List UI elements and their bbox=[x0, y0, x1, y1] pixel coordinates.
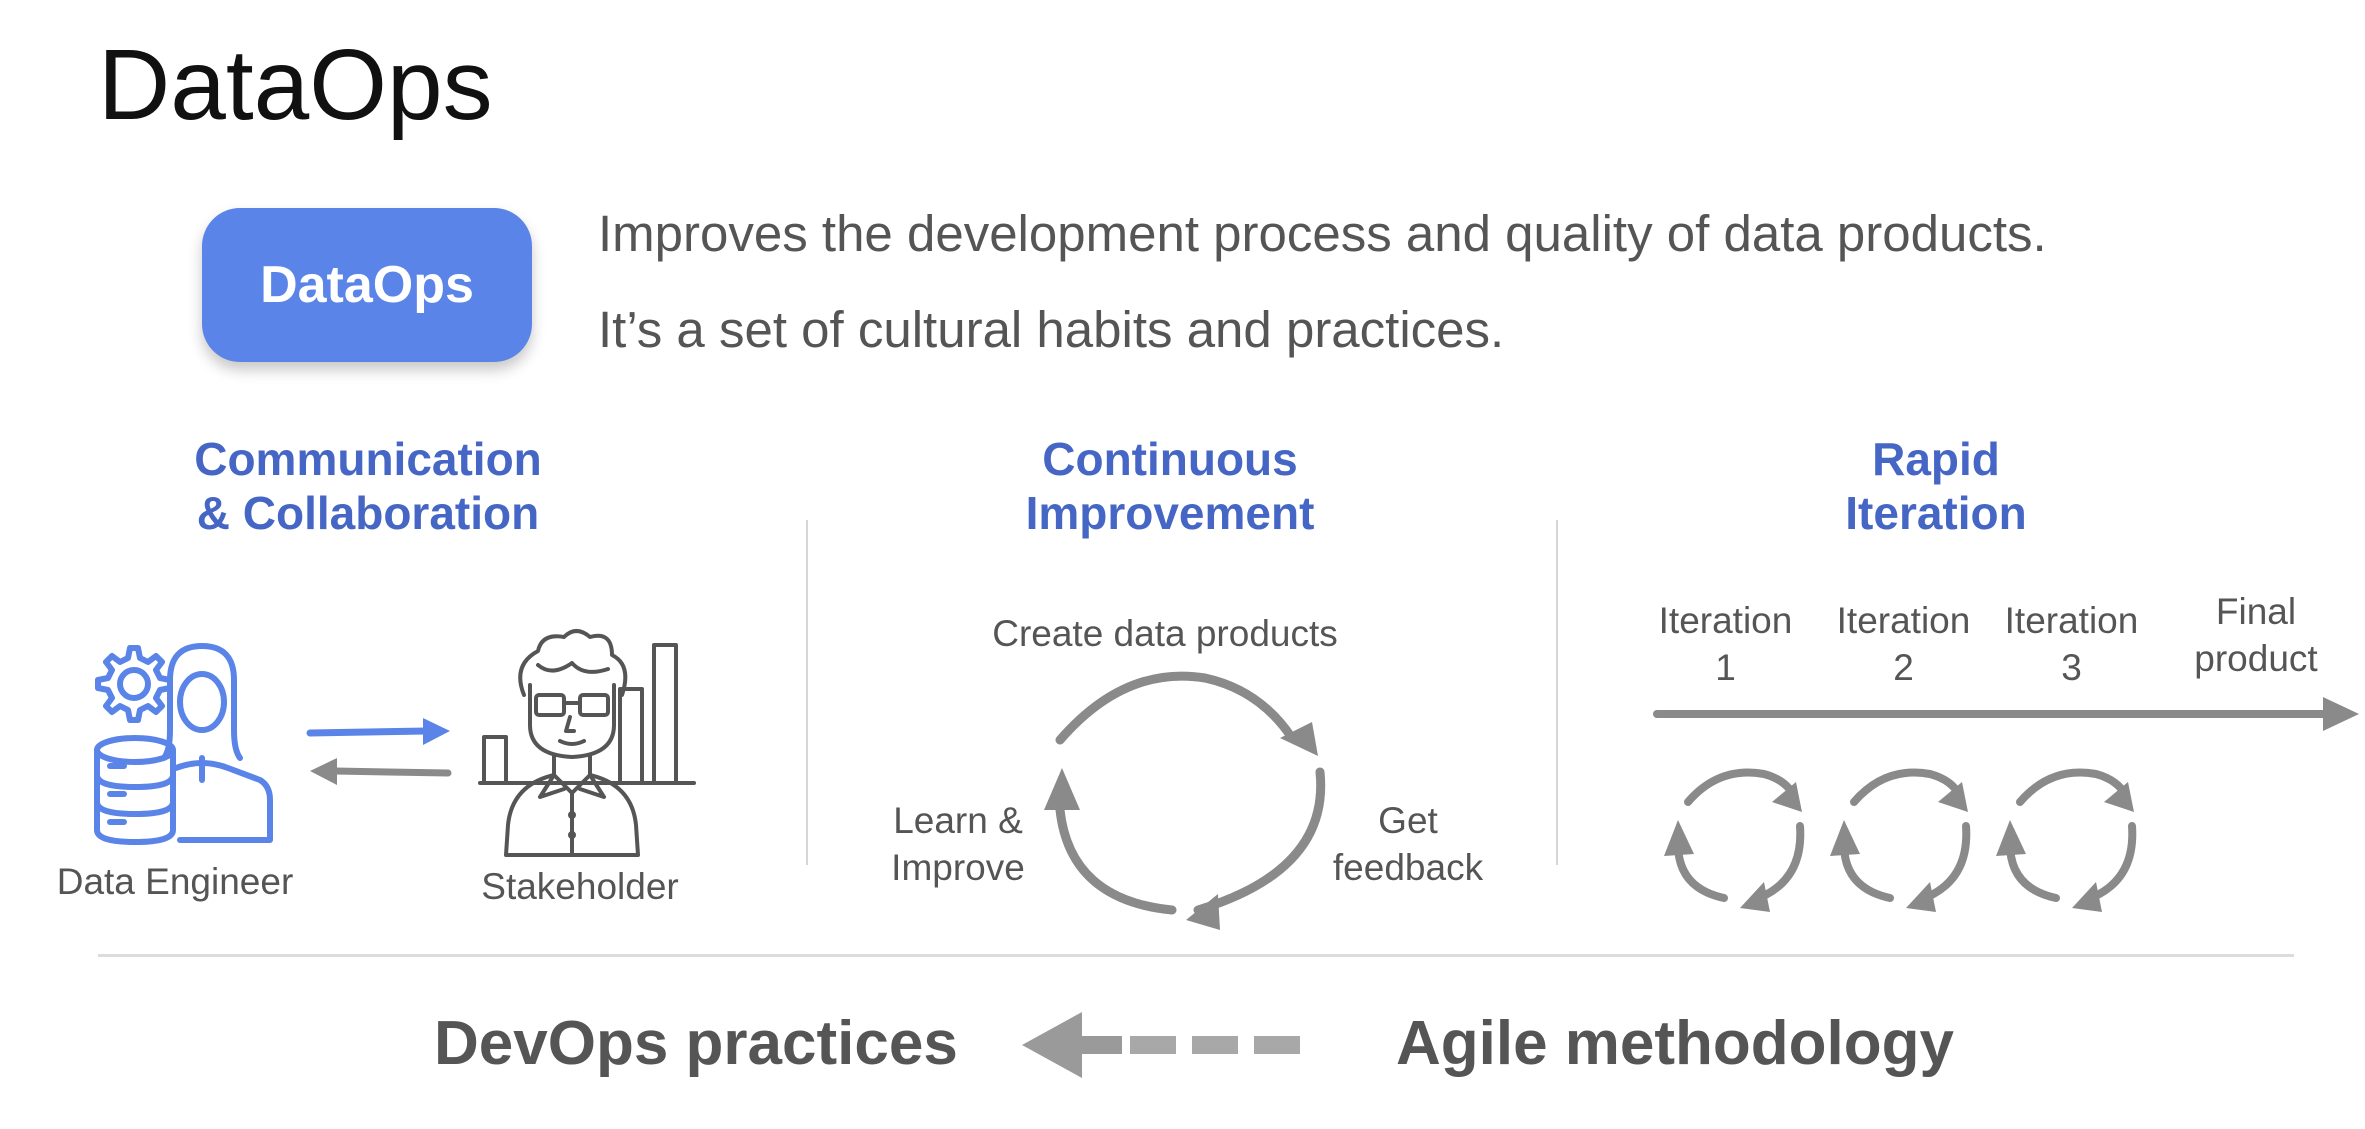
get-feedback-line2: feedback bbox=[1332, 847, 1484, 888]
section-divider-right bbox=[1556, 520, 1558, 865]
dataops-badge: DataOps bbox=[202, 208, 532, 362]
learn-improve-line1: Learn & bbox=[893, 800, 1023, 841]
section-title-continuous-line2: Improvement bbox=[1025, 487, 1315, 539]
data-engineer-label: Data Engineer bbox=[56, 861, 294, 902]
section-title-communication-line2: & Collaboration bbox=[196, 487, 540, 539]
iteration-3-cycle-icon bbox=[1996, 768, 2137, 912]
create-data-products-label: Create data products bbox=[992, 613, 1338, 654]
section-title-rapid: Rapid Iteration bbox=[1636, 432, 2236, 540]
iteration-2-cycle-icon bbox=[1830, 768, 1971, 912]
section-title-rapid-line2: Iteration bbox=[1845, 487, 2027, 539]
section-title-rapid-line1: Rapid bbox=[1872, 433, 2000, 485]
iteration-3-line1: Iteration bbox=[2004, 600, 2139, 641]
section-title-continuous-line1: Continuous bbox=[1042, 433, 1298, 485]
iteration-2-line2: 2 bbox=[1893, 647, 1914, 688]
bottom-divider bbox=[98, 954, 2294, 957]
get-feedback-line1: Get bbox=[1378, 800, 1438, 841]
iteration-2-line1: Iteration bbox=[1836, 600, 1971, 641]
final-product-line2: product bbox=[2194, 638, 2318, 679]
data-engineer-icon bbox=[94, 643, 273, 845]
iteration-2-label: Iteration 2 bbox=[1826, 597, 1981, 691]
section-divider-left bbox=[806, 520, 808, 865]
intro-line-2: It’s a set of cultural habits and practi… bbox=[598, 301, 1505, 358]
iteration-3-label: Iteration 3 bbox=[1994, 597, 2149, 691]
agile-methodology-label: Agile methodology bbox=[1396, 1009, 1954, 1078]
learn-improve-line2: Improve bbox=[891, 847, 1025, 888]
stakeholder-label: Stakeholder bbox=[481, 866, 679, 907]
iteration-1-line1: Iteration bbox=[1658, 600, 1793, 641]
exchange-arrows-icon bbox=[306, 718, 452, 785]
final-product-line1: Final bbox=[2215, 591, 2297, 632]
iteration-3-line2: 3 bbox=[2061, 647, 2082, 688]
timeline-arrow-icon bbox=[1653, 697, 2359, 731]
devops-practices-label: DevOps practices bbox=[434, 1009, 958, 1078]
dashed-left-arrow-icon bbox=[1022, 1012, 1300, 1078]
section-title-communication-line1: Communication bbox=[194, 433, 542, 485]
learn-improve-label: Learn & Improve bbox=[878, 797, 1038, 891]
iteration-1-cycle-icon bbox=[1664, 768, 1805, 912]
section-title-communication: Communication & Collaboration bbox=[68, 432, 668, 540]
page-title: DataOps bbox=[98, 29, 493, 141]
iteration-1-line2: 1 bbox=[1715, 647, 1736, 688]
improvement-cycle-icon bbox=[1044, 671, 1326, 930]
get-feedback-label: Get feedback bbox=[1328, 797, 1488, 891]
final-product-label: Final product bbox=[2176, 588, 2336, 682]
section-title-continuous: Continuous Improvement bbox=[870, 432, 1470, 540]
intro-line-1: Improves the development process and qua… bbox=[598, 205, 2047, 262]
stakeholder-icon bbox=[478, 629, 696, 857]
iteration-1-label: Iteration 1 bbox=[1648, 597, 1803, 691]
